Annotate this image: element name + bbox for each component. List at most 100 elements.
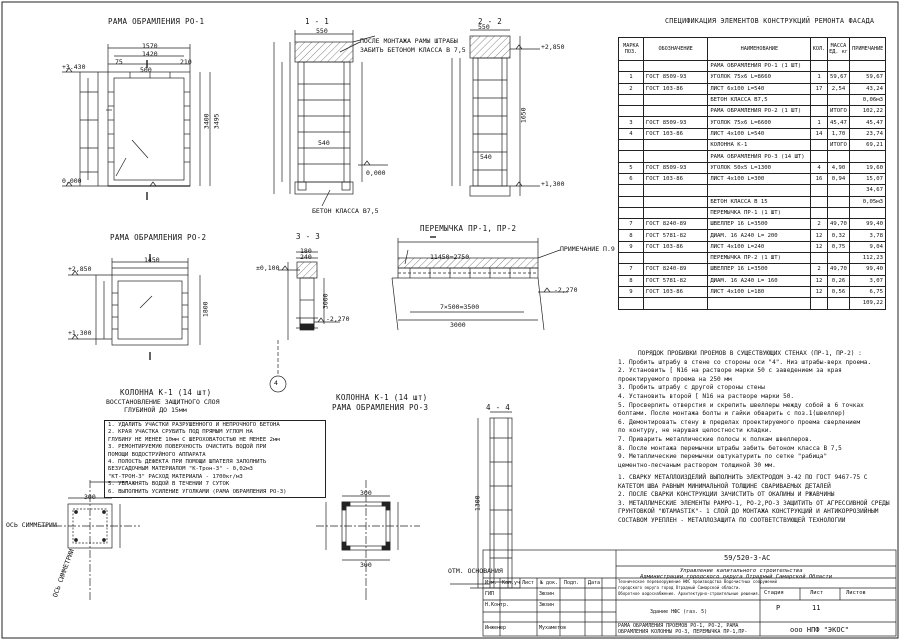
- stamp-code: 59/520-3-АС: [724, 554, 771, 562]
- stamp-h-date: Дата: [588, 580, 601, 586]
- table-cell: 14: [810, 127, 828, 141]
- note-line: 4. Установить второй [ N16 на растворе м…: [618, 392, 795, 400]
- stamp-stage: Р: [776, 604, 781, 612]
- table-cell: 45,47: [826, 116, 851, 129]
- table-cell: 0,32: [826, 229, 851, 242]
- concrete-class-note: БЕТОН КЛАССА В7,5: [312, 207, 379, 215]
- table-cell: 2: [618, 82, 644, 95]
- level-1300-b: +1,300: [68, 329, 92, 337]
- table-cell: [642, 206, 709, 220]
- table-cell: ГОСТ 8240-89: [642, 218, 709, 231]
- stamp-sheet-title1: РАМА ОБРАМЛЕНИЯ ПРОЕМОВ РО-1, РО-2, РАМА: [618, 623, 739, 629]
- table-row: БЕТОН КЛАССА В7,5 0,06м3: [618, 93, 886, 107]
- stamp-org2: Администрации городского округа Отрадный…: [640, 574, 833, 580]
- frame-ro2-title: РАМА ОБРАМЛЕНИЯ РО-2: [110, 233, 207, 242]
- table-cell: ПЕРЕМЫЧКА ПР-2 (1 ШТ): [707, 252, 812, 265]
- table-cell: [810, 252, 828, 265]
- table-cell: БЕТОН КЛАССА В7,5: [707, 93, 812, 107]
- table-cell: [826, 93, 851, 107]
- note-line: 2. Установить [ N16 на растворе марки 50…: [618, 367, 842, 375]
- note-line: 3. Пробить штрабу с другой стороны стены: [618, 384, 765, 392]
- table-cell: [810, 93, 828, 107]
- stamp-name2: Зюзин: [539, 602, 555, 608]
- table-cell: [618, 139, 644, 152]
- table-cell: 9: [618, 285, 644, 299]
- table-cell: [810, 139, 828, 152]
- table-cell: КОЛОННА К-1: [707, 139, 812, 152]
- spec-header: МАССА ЕД. кг: [826, 37, 851, 61]
- spec-header: НАИМЕНОВАНИЕ: [707, 37, 812, 61]
- table-cell: ГОСТ 8509-93: [642, 116, 709, 129]
- stamp-org1: Управление капитального строительства: [680, 568, 803, 574]
- column-k1-title: КОЛОННА К-1 (14 шт): [120, 388, 212, 397]
- dim-550-b: 550: [478, 23, 490, 31]
- table-cell: 6,75: [849, 285, 886, 299]
- dim-1800: 1800: [201, 301, 210, 318]
- dim-300: 300: [84, 493, 96, 501]
- table-cell: [707, 297, 812, 310]
- table-cell: ГОСТ 5781-82: [642, 229, 709, 242]
- level-0100: ±0,100: [256, 264, 280, 272]
- table-cell: [618, 105, 644, 118]
- table-cell: 0,06м3: [849, 93, 886, 107]
- dim-240: 240: [300, 253, 312, 261]
- table-cell: 99,40: [849, 218, 886, 231]
- column-k1-steps: 1. УДАЛИТЬ УЧАСТКИ РАЗРУШЕННОГО И НЕПРОЧ…: [104, 420, 326, 499]
- table-cell: 9: [618, 240, 644, 254]
- table-cell: ШВЕЛЛЕР 16 L=3500: [707, 263, 812, 276]
- table-cell: [642, 150, 709, 163]
- spec-header: ОБОЗНАЧЕНИЕ: [642, 37, 709, 61]
- level-1300: +1,300: [541, 180, 565, 188]
- k1-step: БЕЗУСАДОЧНЫМ МАТЕРИАЛОМ "К-Трон-3" - 0,0…: [108, 466, 253, 473]
- table-cell: ДИАМ. 16 А240 L= 200: [707, 229, 812, 242]
- table-cell: [642, 105, 709, 118]
- table-row: 109,22: [618, 297, 886, 310]
- table-cell: 5: [618, 161, 644, 174]
- table-cell: 2,54: [826, 82, 851, 95]
- table-cell: 1: [618, 71, 644, 84]
- dim-300-c: 300: [360, 561, 372, 569]
- stamp-h-list: Лист: [522, 580, 535, 586]
- table-cell: 12: [810, 240, 828, 254]
- table-cell: 3,07: [849, 274, 886, 287]
- table-row: РАМА ОБРАМЛЕНИЯ РО-3 (14 ШТ): [618, 150, 886, 163]
- k1-step: 1. УДАЛИТЬ УЧАСТКИ РАЗРУШЕННОГО И НЕПРОЧ…: [108, 422, 280, 428]
- table-cell: [642, 297, 709, 310]
- notes-title: ПОРЯДОК ПРОБИВКИ ПРОЕМОВ В СУЩЕСТВУЮЩИХ …: [638, 350, 862, 357]
- table-cell: [810, 184, 828, 197]
- table-cell: ГОСТ 103-86: [642, 172, 709, 186]
- table-cell: [826, 252, 851, 265]
- table-row: РАМА ОБРАМЛЕНИЯ РО-1 (1 ШТ): [618, 59, 886, 73]
- table-cell: 0,56: [826, 285, 851, 299]
- section-4-4-title: 4 - 4: [486, 403, 511, 412]
- table-cell: ИТОГО: [826, 139, 851, 152]
- column-k1-square-drawing: [40, 480, 140, 600]
- table-cell: [707, 184, 812, 197]
- stamp-h-kol: Кол.уч: [502, 580, 521, 586]
- spec-header: ПРИМЕЧАНИЕ: [849, 37, 886, 61]
- table-cell: 4: [618, 127, 644, 141]
- table-cell: УГОЛОК 75х6 L=6600: [707, 116, 812, 129]
- level-2270: -2,270: [326, 315, 350, 323]
- table-cell: [849, 150, 886, 163]
- table-cell: 49,70: [826, 263, 851, 276]
- table-cell: УГОЛОК 50х5 L=1300: [707, 161, 812, 174]
- table-cell: 4: [810, 161, 828, 174]
- stamp-name1: Зюзин: [539, 591, 555, 597]
- table-cell: 0,05м3: [849, 195, 886, 208]
- note-line: 1. СВАРКУ МЕТАЛЛОИЗДЕЛИЙ ВЫПОЛНИТЬ ЭЛЕКТ…: [618, 474, 868, 481]
- table-cell: 12: [810, 229, 828, 242]
- dim-500: 500: [140, 66, 152, 74]
- lintel-drawing: [391, 236, 568, 331]
- table-cell: [826, 195, 851, 208]
- table-cell: ШВЕЛЛЕР 16 L=3500: [707, 218, 812, 231]
- section-2-2-drawing: [451, 29, 540, 197]
- table-cell: ЛИСТ 4х100 L=300: [707, 172, 812, 186]
- note-line: 7. Приварить металлические полосы к полк…: [618, 435, 813, 443]
